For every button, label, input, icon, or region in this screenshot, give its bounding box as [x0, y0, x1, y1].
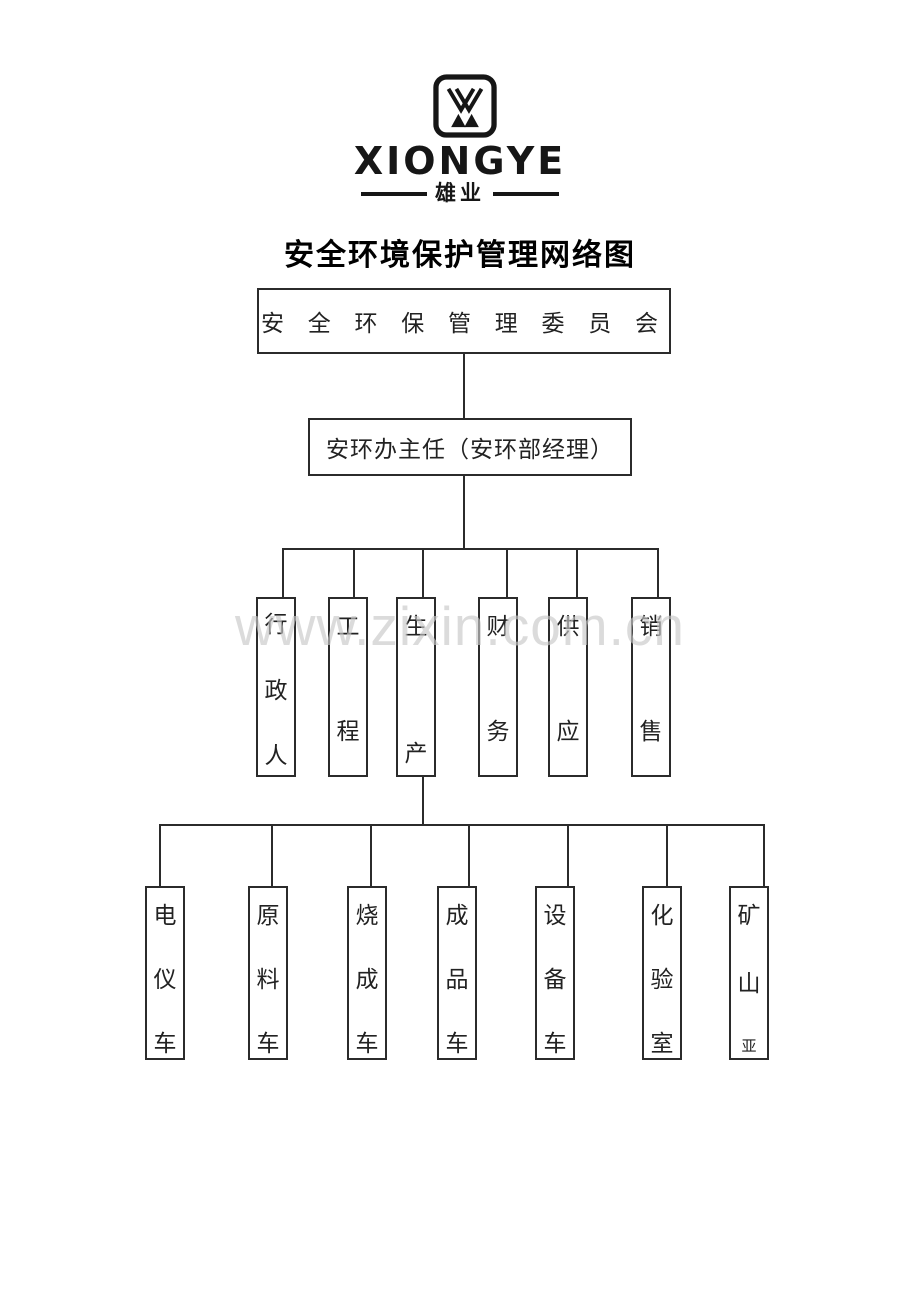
connector-line: [422, 777, 424, 825]
connector-line: [271, 825, 273, 886]
connector-line: [159, 824, 765, 826]
org-box-char: 成: [355, 967, 379, 992]
org-box-supply: 供 应: [548, 597, 588, 777]
org-box-char: 车: [355, 1031, 379, 1056]
connector-line: [468, 825, 470, 886]
org-box-engineering: 工 程: [328, 597, 368, 777]
connector-line: [282, 548, 659, 550]
org-box-equipment-shop: 设 备 车: [535, 886, 575, 1060]
connector-line: [463, 354, 465, 418]
org-box-char: 工: [336, 614, 360, 639]
org-box-char: 务: [486, 719, 510, 744]
brand-chinese-text: 雄业: [435, 181, 485, 205]
org-box-char: 成: [445, 903, 469, 928]
org-box-char: 原: [256, 903, 280, 928]
org-box-administration: 行 政 人: [256, 597, 296, 777]
connector-line: [422, 549, 424, 597]
xiongye-emblem-icon: [433, 74, 497, 138]
org-box-laboratory: 化 验 室: [642, 886, 682, 1060]
org-box-char: 车: [153, 1031, 177, 1056]
divider-line: [493, 191, 559, 196]
org-box-char: 电: [153, 903, 177, 928]
org-box-char: 行: [264, 612, 288, 637]
org-box-char: 财: [486, 614, 510, 639]
org-box-char: 销: [639, 614, 663, 639]
org-box-char: 验: [650, 967, 674, 992]
org-box-label: 安 全 环 保 管 理 委 员 会: [261, 311, 667, 336]
org-box-char: 山: [737, 971, 761, 996]
brand-wordmark: XIONGYE: [353, 139, 567, 183]
org-box-char: 人: [264, 743, 288, 768]
org-box-char: 车: [445, 1031, 469, 1056]
org-box-char: 生: [404, 614, 428, 639]
org-box-finished-product-shop: 成 品 车: [437, 886, 477, 1060]
org-box-char: 备: [543, 967, 567, 992]
org-box-raw-material-shop: 原 料 车: [248, 886, 288, 1060]
connector-line: [370, 825, 372, 886]
connector-line: [576, 549, 578, 597]
org-box-char: 室: [650, 1031, 674, 1056]
org-box-production: 生 产: [396, 597, 436, 777]
org-box-safety-committee: 安 全 环 保 管 理 委 员 会: [257, 288, 671, 354]
org-box-sales: 销 售: [631, 597, 671, 777]
connector-line: [159, 825, 161, 886]
org-box-mine: 矿 山 亚: [729, 886, 769, 1060]
org-box-char: 车: [543, 1031, 567, 1056]
connector-line: [666, 825, 668, 886]
watermark: www.zixin.com.cn: [235, 595, 685, 657]
connector-line: [763, 825, 765, 886]
org-box-char: 产: [404, 741, 428, 766]
org-box-char: 烧: [355, 903, 379, 928]
connector-line: [353, 549, 355, 597]
connector-line: [463, 476, 465, 549]
org-box-char: 政: [264, 677, 288, 703]
brand-chinese-row: 雄业: [0, 183, 920, 204]
org-box-char: 售: [639, 719, 663, 744]
org-box-sintering-shop: 烧 成 车: [347, 886, 387, 1060]
connector-line: [567, 825, 569, 886]
org-box-char: 矿: [737, 903, 761, 928]
org-box-char: 应: [556, 719, 580, 744]
divider-line: [361, 191, 427, 196]
org-box-char: 化: [650, 903, 674, 928]
connector-line: [657, 549, 659, 597]
connector-line: [282, 549, 284, 597]
org-box-char: 供: [556, 614, 580, 639]
org-box-char: 品: [445, 967, 469, 992]
org-box-finance: 财 务: [478, 597, 518, 777]
org-box-char: 仪: [153, 967, 177, 992]
connector-line: [506, 549, 508, 597]
org-box-char: 亚: [741, 1039, 757, 1055]
org-box-electrical-instrument-shop: 电 仪 车: [145, 886, 185, 1060]
org-box-char: 设: [543, 903, 567, 928]
org-box-char: 料: [256, 967, 280, 992]
org-box-char: 车: [256, 1031, 280, 1056]
org-box-char: 程: [336, 719, 360, 744]
org-box-safety-office-director: 安环办主任（安环部经理）: [308, 418, 632, 476]
page-title: 安全环境保护管理网络图: [284, 239, 636, 272]
org-box-label: 安环办主任（安环部经理）: [326, 437, 614, 462]
